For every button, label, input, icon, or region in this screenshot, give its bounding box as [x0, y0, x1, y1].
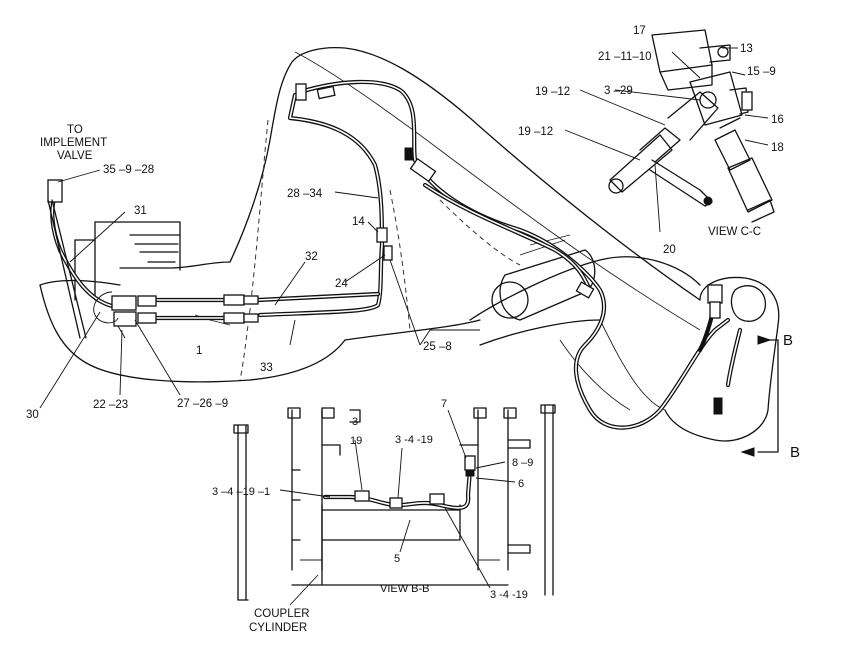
- callout-3-29: 3 –29: [604, 85, 633, 97]
- callout-17: 17: [633, 25, 646, 37]
- callout-15-9: 15 –9: [747, 66, 776, 78]
- view-cc-title: VIEW C-C: [708, 226, 761, 238]
- callout-3-4-19-1: 3 –4 –19 –1: [212, 486, 270, 498]
- callout-33: 33: [260, 362, 273, 374]
- callout-28-34: 28 –34: [287, 188, 323, 200]
- callout-20: 20: [663, 244, 676, 256]
- callout-21-11-10: 21 –11–10: [598, 51, 652, 63]
- callout-7: 7: [441, 398, 447, 410]
- callout-16: 16: [771, 114, 784, 126]
- view-bb-title: VIEW B-B: [380, 583, 430, 595]
- callout-3: 3: [352, 416, 358, 428]
- callout-3-4-19-top: 3 -4 -19: [395, 434, 433, 446]
- section-marker-b: B B: [740, 332, 800, 461]
- section-label-bottom: B: [790, 444, 800, 461]
- callout-6: 6: [518, 478, 524, 490]
- machine-frame-outline: [39, 46, 780, 442]
- callout-30: 30: [26, 409, 39, 421]
- callout-5: 5: [394, 553, 400, 565]
- callout-3-4-19-bottom: 3 -4 -19: [490, 589, 528, 601]
- callout-18: 18: [771, 142, 784, 154]
- callout-32: 32: [305, 251, 318, 263]
- callout-13: 13: [740, 43, 753, 55]
- labels: TO IMPLEMENT VALVE 35 –9 –28 31 28 –34 1…: [26, 25, 784, 634]
- view-cc-detail: [608, 29, 775, 223]
- callout-24: 24: [335, 278, 348, 290]
- callout-19: 19: [350, 435, 362, 447]
- callout-35-9-28: 35 –9 –28: [103, 164, 154, 176]
- implement-valve-label-1: TO: [67, 124, 83, 136]
- callout-8-9: 8 –9: [512, 457, 533, 469]
- implement-valve-label-2: IMPLEMENT: [40, 137, 107, 149]
- callout-19-12-top: 19 –12: [535, 86, 570, 98]
- coupler-cylinder-label-2: CYLINDER: [249, 622, 307, 634]
- callout-14: 14: [352, 216, 365, 228]
- leader-lines: [39, 47, 769, 606]
- view-bb-detail: [233, 404, 556, 601]
- callout-1: 1: [196, 345, 202, 357]
- valve-linkage: [47, 199, 126, 339]
- callout-19-12-bottom: 19 –12: [518, 126, 553, 138]
- callout-27-26-9: 27 –26 –9: [177, 398, 228, 410]
- coupler-cylinder-label-1: COUPLER: [254, 608, 310, 620]
- implement-valve-label-3: VALVE: [57, 150, 93, 162]
- fittings-main: [47, 83, 723, 415]
- callout-22-23: 22 –23: [93, 399, 128, 411]
- section-label-top: B: [783, 332, 793, 349]
- callout-25-8: 25 –8: [423, 341, 452, 353]
- callout-31: 31: [134, 205, 147, 217]
